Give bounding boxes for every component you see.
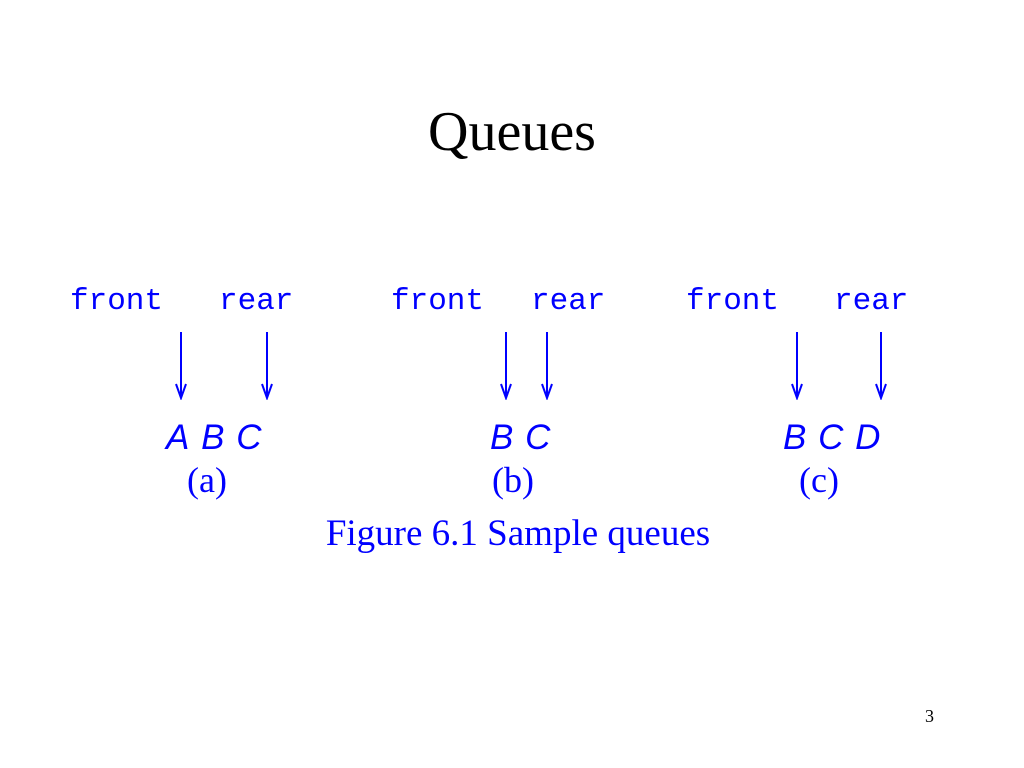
front-label: front	[391, 284, 485, 319]
rear-label: rear	[834, 284, 909, 319]
queue-element: B	[490, 418, 515, 457]
queue-elements: B C	[490, 418, 551, 458]
queue-sublabel: (b)	[492, 460, 534, 500]
rear-label: rear	[219, 284, 294, 319]
front-arrow	[500, 332, 512, 400]
slide-title: Queues	[428, 101, 596, 163]
queue-element: B	[201, 418, 226, 457]
queue-elements: A B C	[166, 418, 262, 458]
rear-arrow	[261, 332, 273, 400]
page-number: 3	[925, 706, 934, 726]
queue-sublabel: (a)	[187, 460, 227, 500]
queue-element: C	[525, 418, 552, 457]
front-arrow	[791, 332, 803, 400]
front-label: front	[686, 284, 780, 319]
figure-caption: Figure 6.1 Sample queues	[325, 513, 711, 554]
front-label: front	[70, 284, 164, 319]
rear-label: rear	[531, 284, 606, 319]
queue-element: B	[783, 418, 808, 457]
queue-sublabel: (c)	[799, 460, 839, 500]
queue-element: C	[818, 418, 845, 457]
queue-element: D	[855, 418, 882, 457]
queue-element: A	[166, 418, 191, 457]
rear-arrow	[875, 332, 887, 400]
front-arrow	[175, 332, 187, 400]
rear-arrow	[541, 332, 553, 400]
queue-elements: B C D	[783, 418, 881, 458]
queue-element: C	[236, 418, 263, 457]
